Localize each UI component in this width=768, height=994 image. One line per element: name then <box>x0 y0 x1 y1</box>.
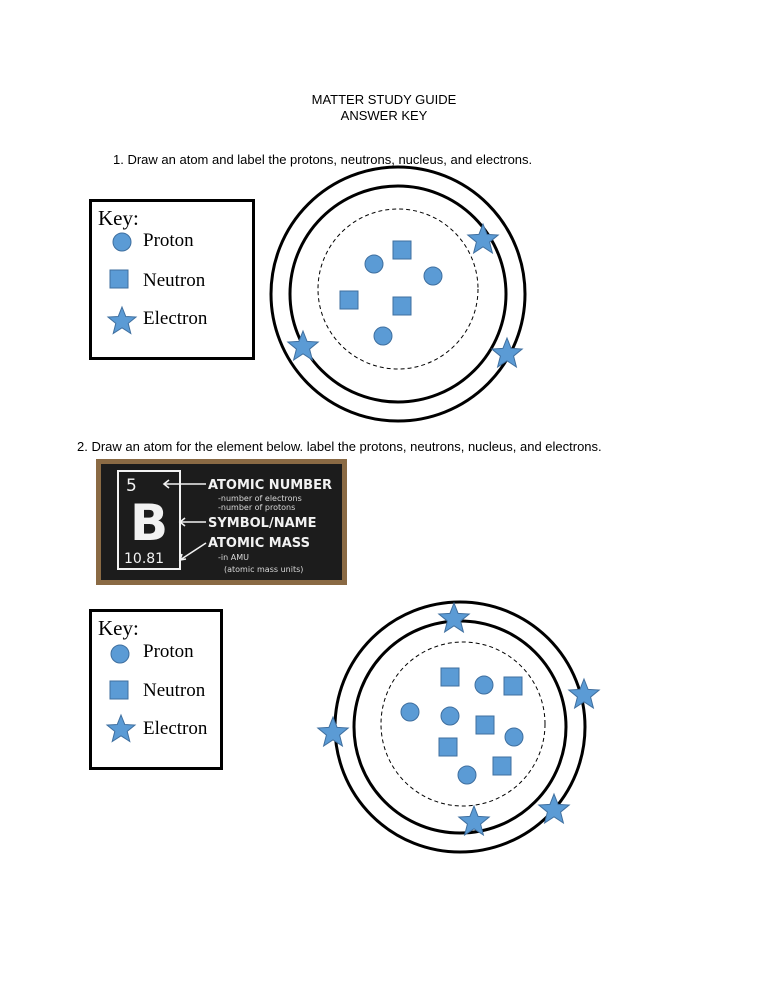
key-label-neutron: Neutron <box>143 270 206 291</box>
neutron <box>475 715 495 735</box>
atom-1 <box>269 165 527 423</box>
electron <box>317 716 349 747</box>
electron-icon <box>106 305 138 335</box>
neutron <box>392 296 412 316</box>
label-atomic-number: ATOMIC NUMBER <box>208 478 332 493</box>
atom-2 <box>317 600 600 854</box>
neutron <box>440 667 460 687</box>
proton <box>457 765 477 785</box>
board <box>101 464 342 580</box>
neutron-icon <box>109 269 129 289</box>
electron <box>438 602 470 633</box>
subtitle-line: ANSWER KEY <box>340 108 428 123</box>
atomic-number: 5 <box>126 476 137 496</box>
electron <box>287 330 319 361</box>
key-label-neutron: Neutron <box>143 680 206 701</box>
proton <box>440 706 460 726</box>
neutron-icon <box>109 680 129 700</box>
proton <box>474 675 494 695</box>
element-symbol: B <box>130 494 168 552</box>
key-box-1: Key: Proton Neutron Electron <box>89 199 255 360</box>
element-card-image: 5 B 10.81 ATOMIC NUMBER -number of elect… <box>96 459 347 585</box>
outer-shell <box>269 165 527 423</box>
note-amu: -in AMU <box>218 553 249 562</box>
inner-shell <box>288 184 508 404</box>
proton <box>373 326 393 346</box>
proton <box>504 727 524 747</box>
proton-icon <box>110 644 130 664</box>
key-label-proton: Proton <box>143 641 194 662</box>
neutron <box>339 290 359 310</box>
neutron <box>492 756 512 776</box>
electron <box>467 223 499 254</box>
proton <box>364 254 384 274</box>
note-protons: -number of protons <box>218 503 295 512</box>
label-symbol: SYMBOL/NAME <box>208 516 316 531</box>
key-label-electron: Electron <box>143 308 208 329</box>
arrow-atomic-mass <box>179 542 207 561</box>
neutron <box>438 737 458 757</box>
page-title: MATTER STUDY GUIDE ANSWER KEY <box>0 92 768 124</box>
proton-icon <box>112 232 132 252</box>
element-square <box>117 470 181 570</box>
key-title: Key: <box>98 206 139 230</box>
question-1: 1. Draw an atom and label the protons, n… <box>113 152 533 167</box>
key-label-electron: Electron <box>143 718 208 739</box>
key-box-2: Key: Proton Neutron Electron <box>89 609 223 770</box>
proton <box>400 702 420 722</box>
note-amu-full: (atomic mass units) <box>224 565 303 574</box>
proton <box>423 266 443 286</box>
key-label-proton: Proton <box>143 230 194 251</box>
question-2: 2. Draw an atom for the element below. l… <box>77 439 602 454</box>
note-electrons: -number of electrons <box>218 494 302 503</box>
nucleus-boundary <box>380 641 546 807</box>
atomic-mass: 10.81 <box>124 551 164 567</box>
electron-icon <box>105 713 137 743</box>
key-title: Key: <box>98 616 139 640</box>
neutron <box>503 676 523 696</box>
title-line: MATTER STUDY GUIDE <box>311 92 457 107</box>
inner-shell <box>352 619 568 835</box>
neutron <box>392 240 412 260</box>
label-atomic-mass: ATOMIC MASS <box>208 536 310 551</box>
nucleus-boundary <box>317 208 479 370</box>
electron <box>491 337 523 368</box>
